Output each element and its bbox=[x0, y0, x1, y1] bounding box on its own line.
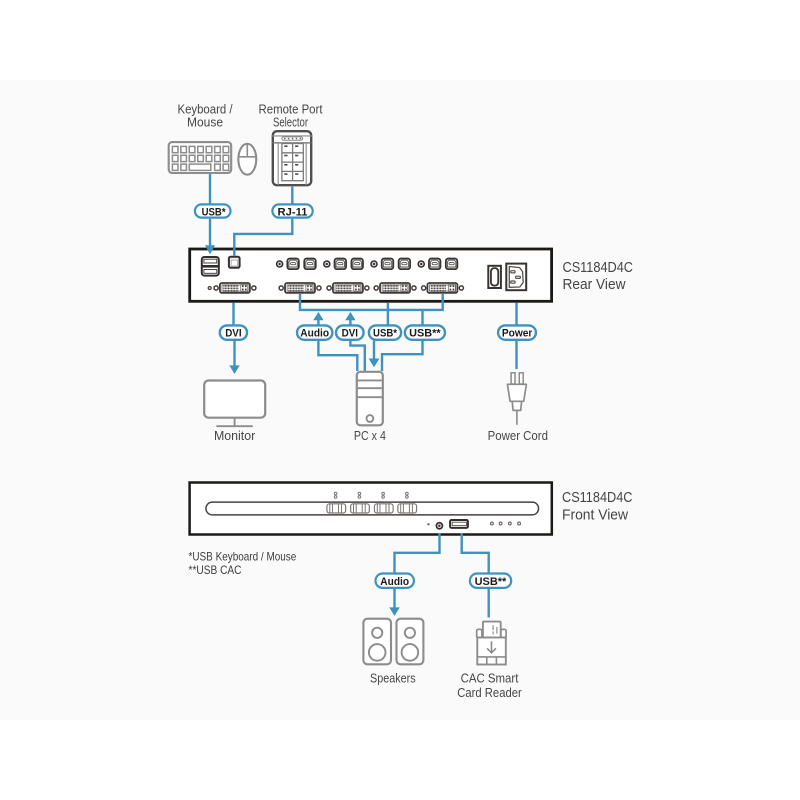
svg-text:Rear View: Rear View bbox=[563, 276, 626, 293]
svg-text:Monitor: Monitor bbox=[214, 428, 256, 443]
svg-text:*USB Keyboard / Mouse: *USB Keyboard / Mouse bbox=[189, 549, 297, 563]
svg-text:CS1184D4C: CS1184D4C bbox=[563, 259, 634, 276]
svg-text:DVI: DVI bbox=[225, 327, 241, 339]
svg-text:USB**: USB** bbox=[409, 327, 441, 339]
svg-text:Front View: Front View bbox=[562, 506, 628, 523]
svg-text:**USB CAC: **USB CAC bbox=[189, 563, 242, 577]
svg-text:Audio: Audio bbox=[380, 576, 409, 588]
svg-text:DVI: DVI bbox=[342, 327, 358, 339]
svg-text:Card Reader: Card Reader bbox=[457, 685, 522, 700]
svg-text:Keyboard /: Keyboard / bbox=[178, 101, 233, 116]
svg-text:Speakers: Speakers bbox=[370, 670, 416, 685]
svg-text:CAC Smart: CAC Smart bbox=[461, 670, 519, 685]
svg-text:Selector: Selector bbox=[273, 115, 308, 130]
svg-text:Remote Port: Remote Port bbox=[259, 101, 323, 116]
svg-text:Power Cord: Power Cord bbox=[488, 428, 548, 443]
svg-text:USB**: USB** bbox=[475, 576, 507, 588]
svg-text:USB*: USB* bbox=[202, 206, 227, 218]
svg-text:PC x 4: PC x 4 bbox=[354, 428, 386, 443]
svg-text:Mouse: Mouse bbox=[187, 115, 223, 130]
svg-text:Audio: Audio bbox=[300, 327, 329, 339]
svg-text:Power: Power bbox=[502, 327, 533, 339]
svg-text:RJ-11: RJ-11 bbox=[278, 206, 308, 218]
svg-text:CS1184D4C: CS1184D4C bbox=[562, 489, 633, 506]
svg-text:USB*: USB* bbox=[373, 327, 398, 339]
